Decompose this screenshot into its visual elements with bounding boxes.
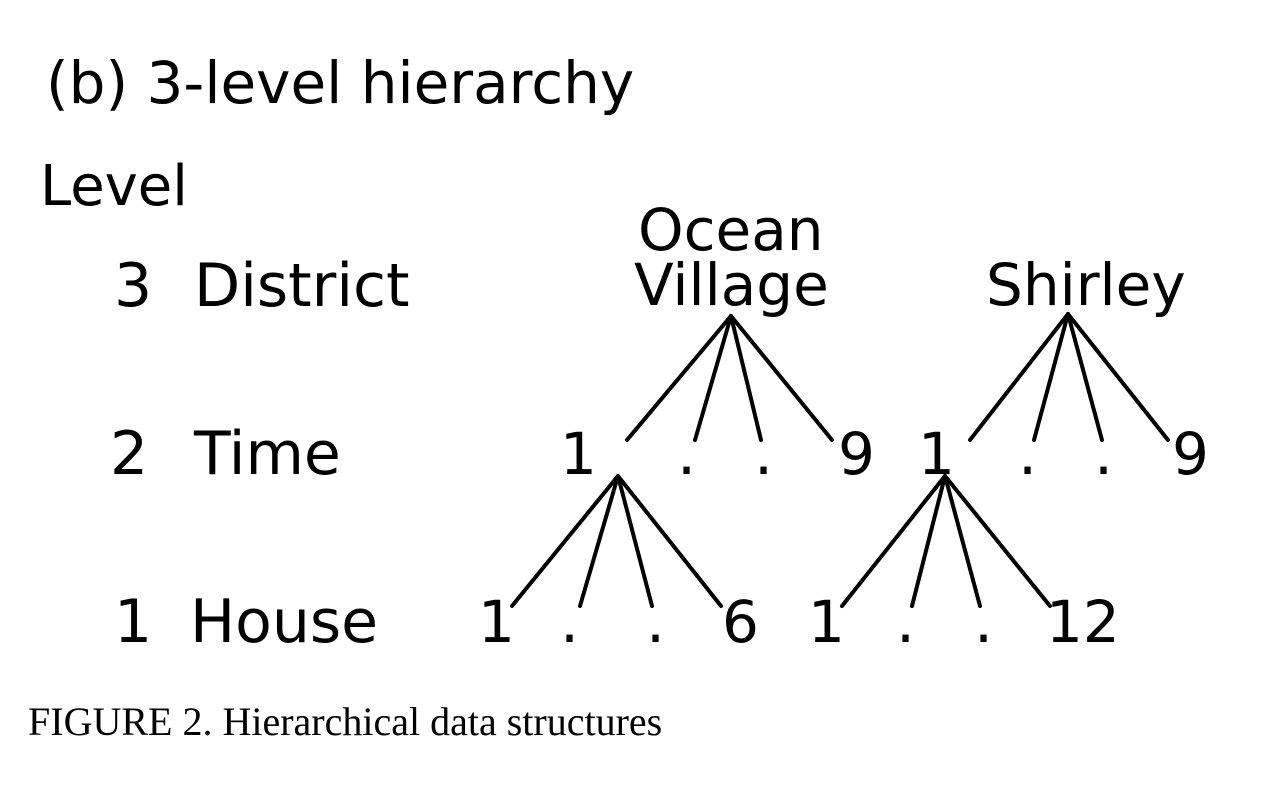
edge-time-to-house [578,474,620,608]
ellipsis-dot: . [646,587,665,657]
edge-district-to-time [729,314,834,442]
level-name: Time [193,419,341,489]
ellipsis-dot: . [1018,419,1037,489]
district-ocean-village: Ocean Village 1 . . 9 1 . . 6 [478,196,875,657]
level-row-time: 2 Time [110,419,341,489]
time-last: 9 [1172,420,1209,488]
edge-time-to-house [616,474,654,608]
level-name: House [190,587,378,657]
level-row-district: 3 District [114,251,410,321]
edge-time-to-house [910,474,947,608]
level-name: District [194,251,410,321]
level-header: Level [40,154,188,219]
time-first: 1 [560,420,597,488]
time-first: 1 [918,420,955,488]
figure-caption: FIGURE 2. Hierarchical data structures [28,699,663,744]
district-name-line: Ocean [638,196,824,264]
ellipsis-dot: . [560,587,579,657]
edge-time-to-house [840,474,947,608]
district-shirley: Shirley 1 . . 9 1 . . 12 [808,251,1209,657]
edge-district-to-time [693,314,733,442]
house-first: 1 [808,588,845,656]
figure-subtitle: (b) 3-level hierarchy [46,49,634,117]
edge-district-to-time [968,312,1070,442]
edge-district-to-time [625,314,733,442]
ellipsis-dot: . [754,419,773,489]
edge-district-to-time [1032,312,1070,442]
edge-time-to-house [616,474,723,608]
house-last: 12 [1046,588,1120,656]
edge-time-to-house [943,474,982,608]
district-name-line: Shirley [986,251,1186,319]
level-number: 1 [114,587,152,657]
ellipsis-dot: . [974,587,993,657]
house-first: 1 [478,588,515,656]
level-number: 3 [114,251,152,321]
level-row-house: 1 House [114,587,378,657]
ellipsis-dot: . [677,419,696,489]
house-last: 6 [722,588,759,656]
edge-district-to-time [729,314,763,442]
district-name-line: Village [634,251,829,319]
ellipsis-dot: . [896,587,915,657]
level-number: 2 [110,419,148,489]
edge-district-to-time [1066,312,1104,442]
time-last: 9 [838,420,875,488]
edge-time-to-house [510,474,620,608]
ellipsis-dot: . [1094,419,1113,489]
edge-district-to-time [1066,312,1170,442]
edge-time-to-house [943,474,1052,608]
